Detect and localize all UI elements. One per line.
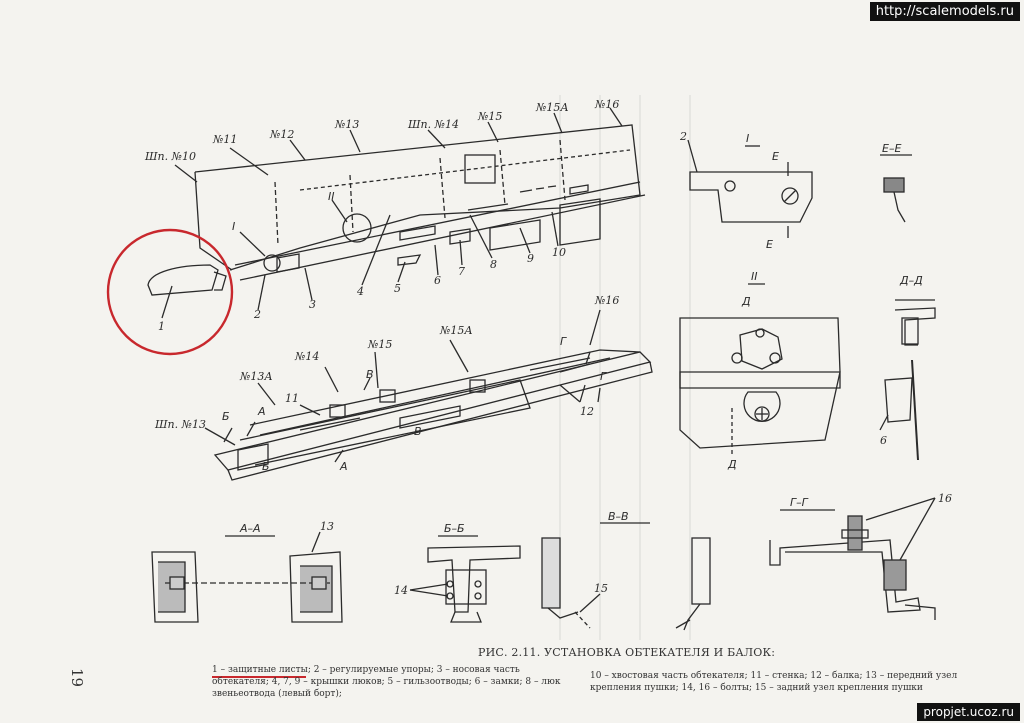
watermark-bottom: propjet.ucoz.ru (917, 703, 1020, 721)
label-frame-12: №12 (269, 128, 294, 141)
label-part-12: 12 (580, 405, 594, 418)
label-part-6: 6 (434, 274, 441, 287)
label-beam-frame-15: №15 (367, 338, 392, 351)
label-part-2: 2 (253, 308, 261, 321)
label-section-gg-title: Г–Г (790, 496, 809, 509)
label-frame-13: №13 (334, 118, 359, 131)
label-detail-i-title: I (746, 132, 749, 145)
label-frame-10: Шп. №10 (144, 150, 196, 163)
label-part-1: 1 (158, 320, 165, 333)
section-vv (541, 522, 711, 631)
label-detail-i-part: 2 (679, 130, 687, 143)
page-number: 19 (68, 668, 86, 688)
label-part-9: 9 (527, 252, 534, 265)
diagram-labels: Шп. №10 №11 №12 №13 Шп. №14 №15 №15А №16… (144, 98, 952, 597)
section-gg (769, 497, 936, 620)
fairing-top-view (147, 107, 646, 319)
label-section-bb-part: 14 (394, 584, 408, 597)
section-aa (151, 531, 343, 623)
label-detail-ii-cut2: Д (727, 458, 737, 471)
label-section-aa-part: 13 (320, 520, 334, 533)
label-section-dd-title: Д–Д (899, 274, 923, 287)
label-frame-16: №16 (594, 98, 619, 111)
label-cut-a2: А (339, 460, 348, 473)
label-section-vv-title: В–В (608, 510, 629, 523)
label-section-ee-title: Е–Е (882, 142, 901, 155)
label-cut-g1: Г (560, 335, 567, 348)
label-cut-b1: Б (222, 410, 230, 423)
label-section-aa-title: А–А (239, 522, 261, 535)
watermark-top: http://scalemodels.ru (869, 2, 1020, 21)
label-detail-i-cut2: Е (766, 238, 773, 251)
figure-caption-title: РИС. 2.11. УСТАНОВКА ОБТЕКАТЕЛЯ И БАЛОК: (478, 646, 776, 659)
figure-legend-right: 10 – хвостовая часть обтекателя; 11 – ст… (590, 671, 958, 693)
label-cut-v1: В (366, 368, 374, 381)
label-frame-15: №15 (477, 110, 502, 123)
label-part-10: 10 (552, 246, 566, 259)
label-section-gg-part: 16 (938, 492, 952, 505)
label-cut-b2: Б (262, 460, 270, 473)
highlight-circle (106, 228, 234, 356)
label-cut-g2: Г (600, 370, 607, 383)
detail-ii (679, 283, 841, 455)
label-detail-ii-title: II (751, 270, 758, 283)
section-dd (879, 299, 936, 461)
label-cut-v2: В (414, 425, 422, 438)
label-beam-frame-13a: №13А (239, 370, 273, 383)
label-beam-frame-13: Шп. №13 (154, 418, 206, 431)
label-detail-i-mark: I (232, 220, 235, 233)
label-section-bb-title: Б–Б (444, 522, 465, 535)
label-part-8: 8 (490, 258, 497, 271)
label-detail-ii-cut1: Д (741, 295, 751, 308)
label-part-3: 3 (309, 298, 316, 311)
label-section-dd-part: 6 (880, 434, 887, 447)
label-detail-ii-mark: II (328, 190, 335, 203)
label-frame-14: Шп. №14 (407, 118, 459, 131)
label-part-11: 11 (285, 392, 299, 405)
label-cut-a1: А (257, 405, 266, 418)
label-part-5: 5 (394, 282, 401, 295)
label-part-7: 7 (458, 265, 465, 278)
label-part-4: 4 (356, 285, 364, 298)
label-frame-11: №11 (212, 133, 237, 146)
detail-i (687, 139, 813, 238)
beam-view (204, 309, 653, 481)
label-beam-frame-15a: №15А (439, 324, 473, 337)
label-frame-15a: №15А (535, 101, 569, 114)
section-bb (409, 535, 521, 623)
section-ee (880, 154, 912, 223)
figure-legend-left: 1 – защитные листы; 2 – регулируемые упо… (212, 665, 561, 699)
label-beam-frame-16: №16 (594, 294, 619, 307)
label-detail-i-cut1: Е (772, 150, 779, 163)
label-beam-frame-14: №14 (294, 350, 319, 363)
label-section-vv-part: 15 (594, 582, 608, 595)
